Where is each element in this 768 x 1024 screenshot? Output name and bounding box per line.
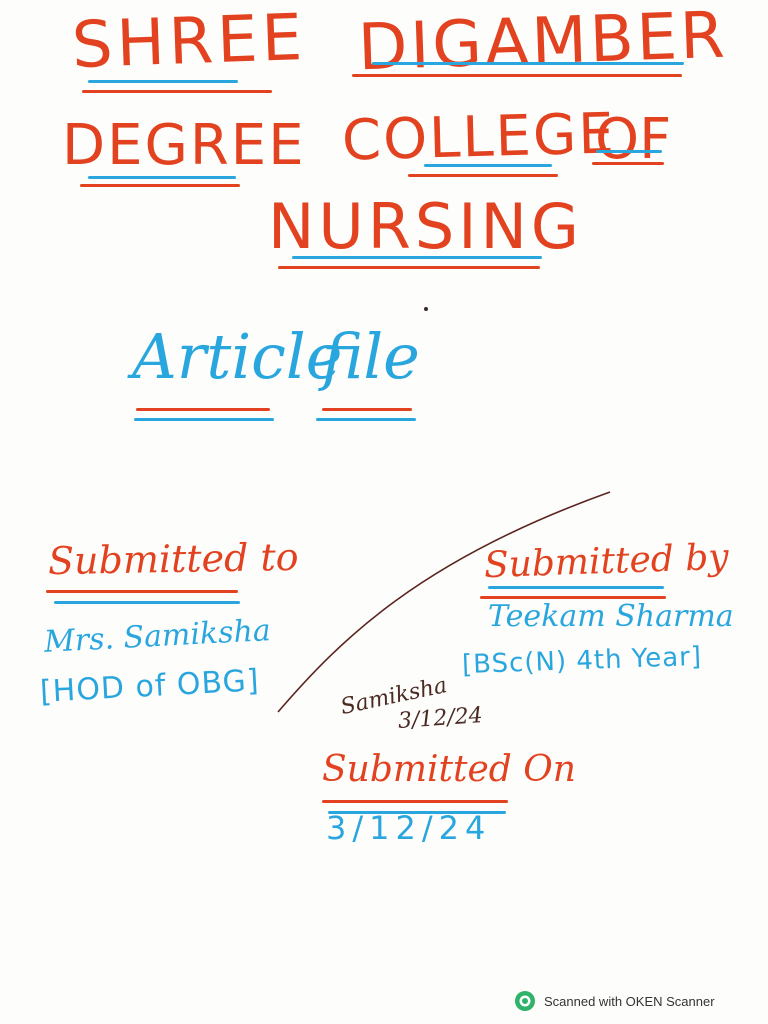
oken-scanner-logo-icon — [514, 990, 536, 1012]
underline-blue — [596, 150, 662, 153]
title-degree: DEGREE — [62, 113, 306, 178]
underline-blue — [372, 62, 684, 65]
scanner-text: Scanned with OKEN Scanner — [544, 993, 715, 1009]
underline-red — [480, 596, 666, 599]
submitted-to-heading: Submitted to — [47, 534, 299, 584]
scanner-watermark: Scanned with OKEN Scanner — [514, 990, 715, 1012]
underline-blue — [488, 586, 664, 589]
signature-date: 3/12/24 — [397, 703, 484, 734]
underline-blue — [134, 418, 274, 421]
submitted-by-heading: Submitted by — [483, 536, 730, 587]
underline-blue — [54, 601, 240, 604]
subtitle-file: file — [322, 320, 420, 393]
subtitle-article: Article — [132, 320, 343, 393]
underline-red — [80, 184, 240, 187]
title-of: OF — [595, 107, 672, 172]
submitted-by-name: Teekam Sharma — [488, 599, 734, 634]
underline-blue — [292, 256, 542, 259]
underline-red — [322, 800, 508, 803]
underline-red — [278, 266, 540, 269]
underline-blue — [88, 80, 238, 83]
underline-red — [136, 408, 270, 411]
underline-blue — [424, 164, 552, 167]
underline-red — [46, 590, 238, 593]
underline-red — [408, 174, 558, 177]
underline-blue — [88, 176, 236, 179]
submitted-by-course: [BSc(N) 4th Year] — [461, 641, 703, 681]
underline-blue — [328, 811, 506, 814]
submitted-on-date: 3/12/24 — [326, 809, 492, 847]
underline-red — [322, 408, 412, 411]
underline-red — [82, 90, 272, 93]
underline-red — [592, 162, 664, 165]
underline-red — [352, 74, 682, 77]
title-nursing: NURSING — [268, 190, 583, 263]
ink-dot — [424, 307, 428, 311]
underline-blue — [316, 418, 416, 421]
submitted-on-heading: Submitted On — [322, 749, 576, 790]
